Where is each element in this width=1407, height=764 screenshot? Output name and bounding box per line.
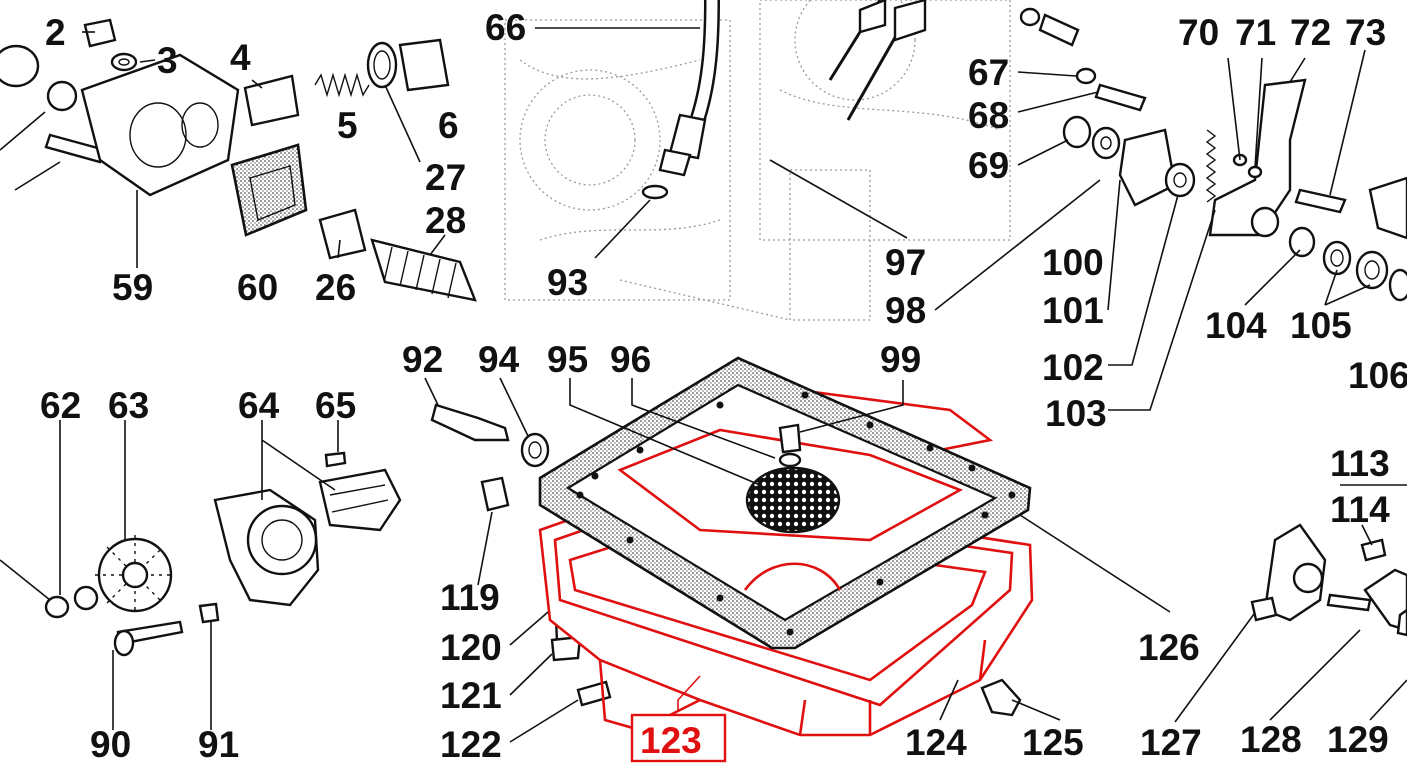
oil-hose-assembly [641, 0, 927, 200]
callout-121: 121 [440, 675, 502, 716]
callout-96: 96 [610, 339, 651, 380]
leader-lines [0, 27, 1407, 743]
callout-105: 105 [1290, 305, 1352, 346]
thermostat-housing-assembly [0, 18, 477, 302]
callout-69: 69 [968, 145, 1009, 186]
callout-60: 60 [237, 267, 278, 308]
callout-99: 99 [880, 339, 921, 380]
callout-93: 93 [547, 262, 588, 303]
callout-125: 125 [1022, 722, 1084, 763]
callout-66: 66 [485, 7, 526, 48]
callout-102: 102 [1042, 347, 1104, 388]
governor-linkage-assembly [1019, 7, 1407, 302]
callout-27: 27 [425, 157, 466, 198]
callout-114: 114 [1330, 489, 1390, 530]
callout-70: 70 [1178, 12, 1219, 53]
callout-6: 6 [438, 105, 459, 146]
callout-64: 64 [238, 385, 280, 426]
callout-101: 101 [1042, 290, 1104, 331]
callout-122: 122 [440, 724, 502, 764]
callout-63: 63 [108, 385, 149, 426]
callout-71: 71 [1235, 12, 1276, 53]
callout-2: 2 [45, 12, 66, 53]
callout-91: 91 [198, 724, 239, 764]
callout-65: 65 [315, 385, 356, 426]
gasket-bolt-holes [576, 391, 1016, 636]
control-lever-assembly [1250, 523, 1407, 637]
oil-sump-assembly [430, 356, 1034, 737]
callout-126: 126 [1138, 627, 1200, 668]
callout-98: 98 [885, 290, 926, 331]
callout-59: 59 [112, 267, 153, 308]
callout-103: 103 [1045, 393, 1107, 434]
callout-100: 100 [1042, 242, 1104, 283]
callout-97: 97 [885, 242, 926, 283]
callout-5: 5 [337, 105, 358, 146]
highlight-box-123 [630, 713, 727, 763]
callout-95: 95 [547, 339, 588, 380]
callout-4: 4 [230, 37, 251, 78]
callout-113: 113 [1330, 443, 1390, 484]
callout-90: 90 [90, 724, 131, 764]
callout-72: 72 [1290, 12, 1331, 53]
callout-labels: 2 3 4 5 6 27 28 59 60 26 66 93 97 98 67 … [40, 7, 1407, 764]
callout-124: 124 [905, 722, 967, 763]
callout-119: 119 [440, 577, 500, 618]
callout-26: 26 [315, 267, 356, 308]
callout-129: 129 [1327, 719, 1389, 760]
callout-73: 73 [1345, 12, 1386, 53]
callout-106: 106 [1348, 355, 1407, 396]
callout-128: 128 [1240, 719, 1302, 760]
callout-123: 123 [640, 720, 702, 761]
callout-120: 120 [440, 627, 502, 668]
oil-pump-assembly [44, 451, 402, 657]
callout-28: 28 [425, 200, 466, 241]
callout-127: 127 [1140, 722, 1202, 763]
callout-67: 67 [968, 52, 1009, 93]
engine-block-ghost [504, 0, 1011, 321]
callout-94: 94 [478, 339, 520, 380]
callout-68: 68 [968, 95, 1009, 136]
callout-92: 92 [402, 339, 443, 380]
callout-104: 104 [1205, 305, 1267, 346]
callout-62: 62 [40, 385, 81, 426]
callout-3: 3 [157, 40, 178, 81]
